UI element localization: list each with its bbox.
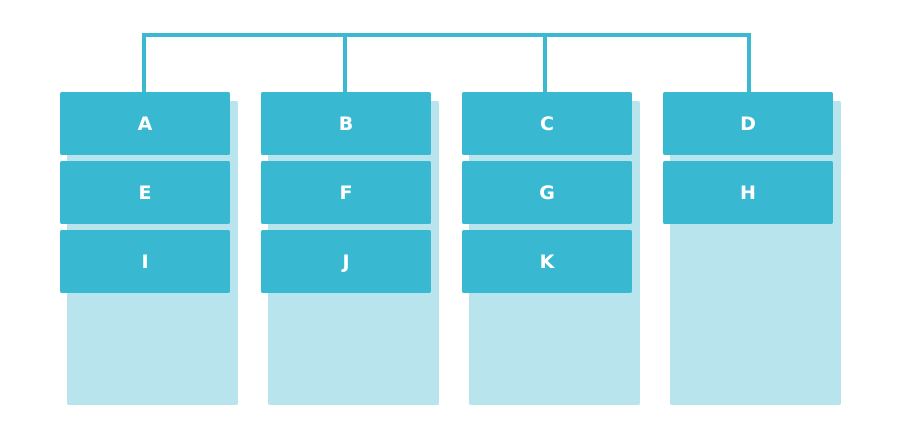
node-box: F xyxy=(261,161,431,224)
node-box: G xyxy=(462,161,632,224)
node-box: H xyxy=(663,161,833,224)
column-1: A E I xyxy=(60,92,238,405)
connector-drop-a xyxy=(142,33,146,92)
column-4: D H xyxy=(663,92,841,405)
node-box: K xyxy=(462,230,632,293)
node-box: C xyxy=(462,92,632,155)
node-box: E xyxy=(60,161,230,224)
connector-drop-b xyxy=(343,33,347,92)
node-box: B xyxy=(261,92,431,155)
column-3: C G K xyxy=(462,92,640,405)
node-box: D xyxy=(663,92,833,155)
column-2: B F J xyxy=(261,92,439,405)
connector-horizontal-line xyxy=(142,33,751,37)
node-box: J xyxy=(261,230,431,293)
connector-drop-d xyxy=(747,33,751,92)
connector-drop-c xyxy=(543,33,547,92)
node-box: I xyxy=(60,230,230,293)
node-box: A xyxy=(60,92,230,155)
